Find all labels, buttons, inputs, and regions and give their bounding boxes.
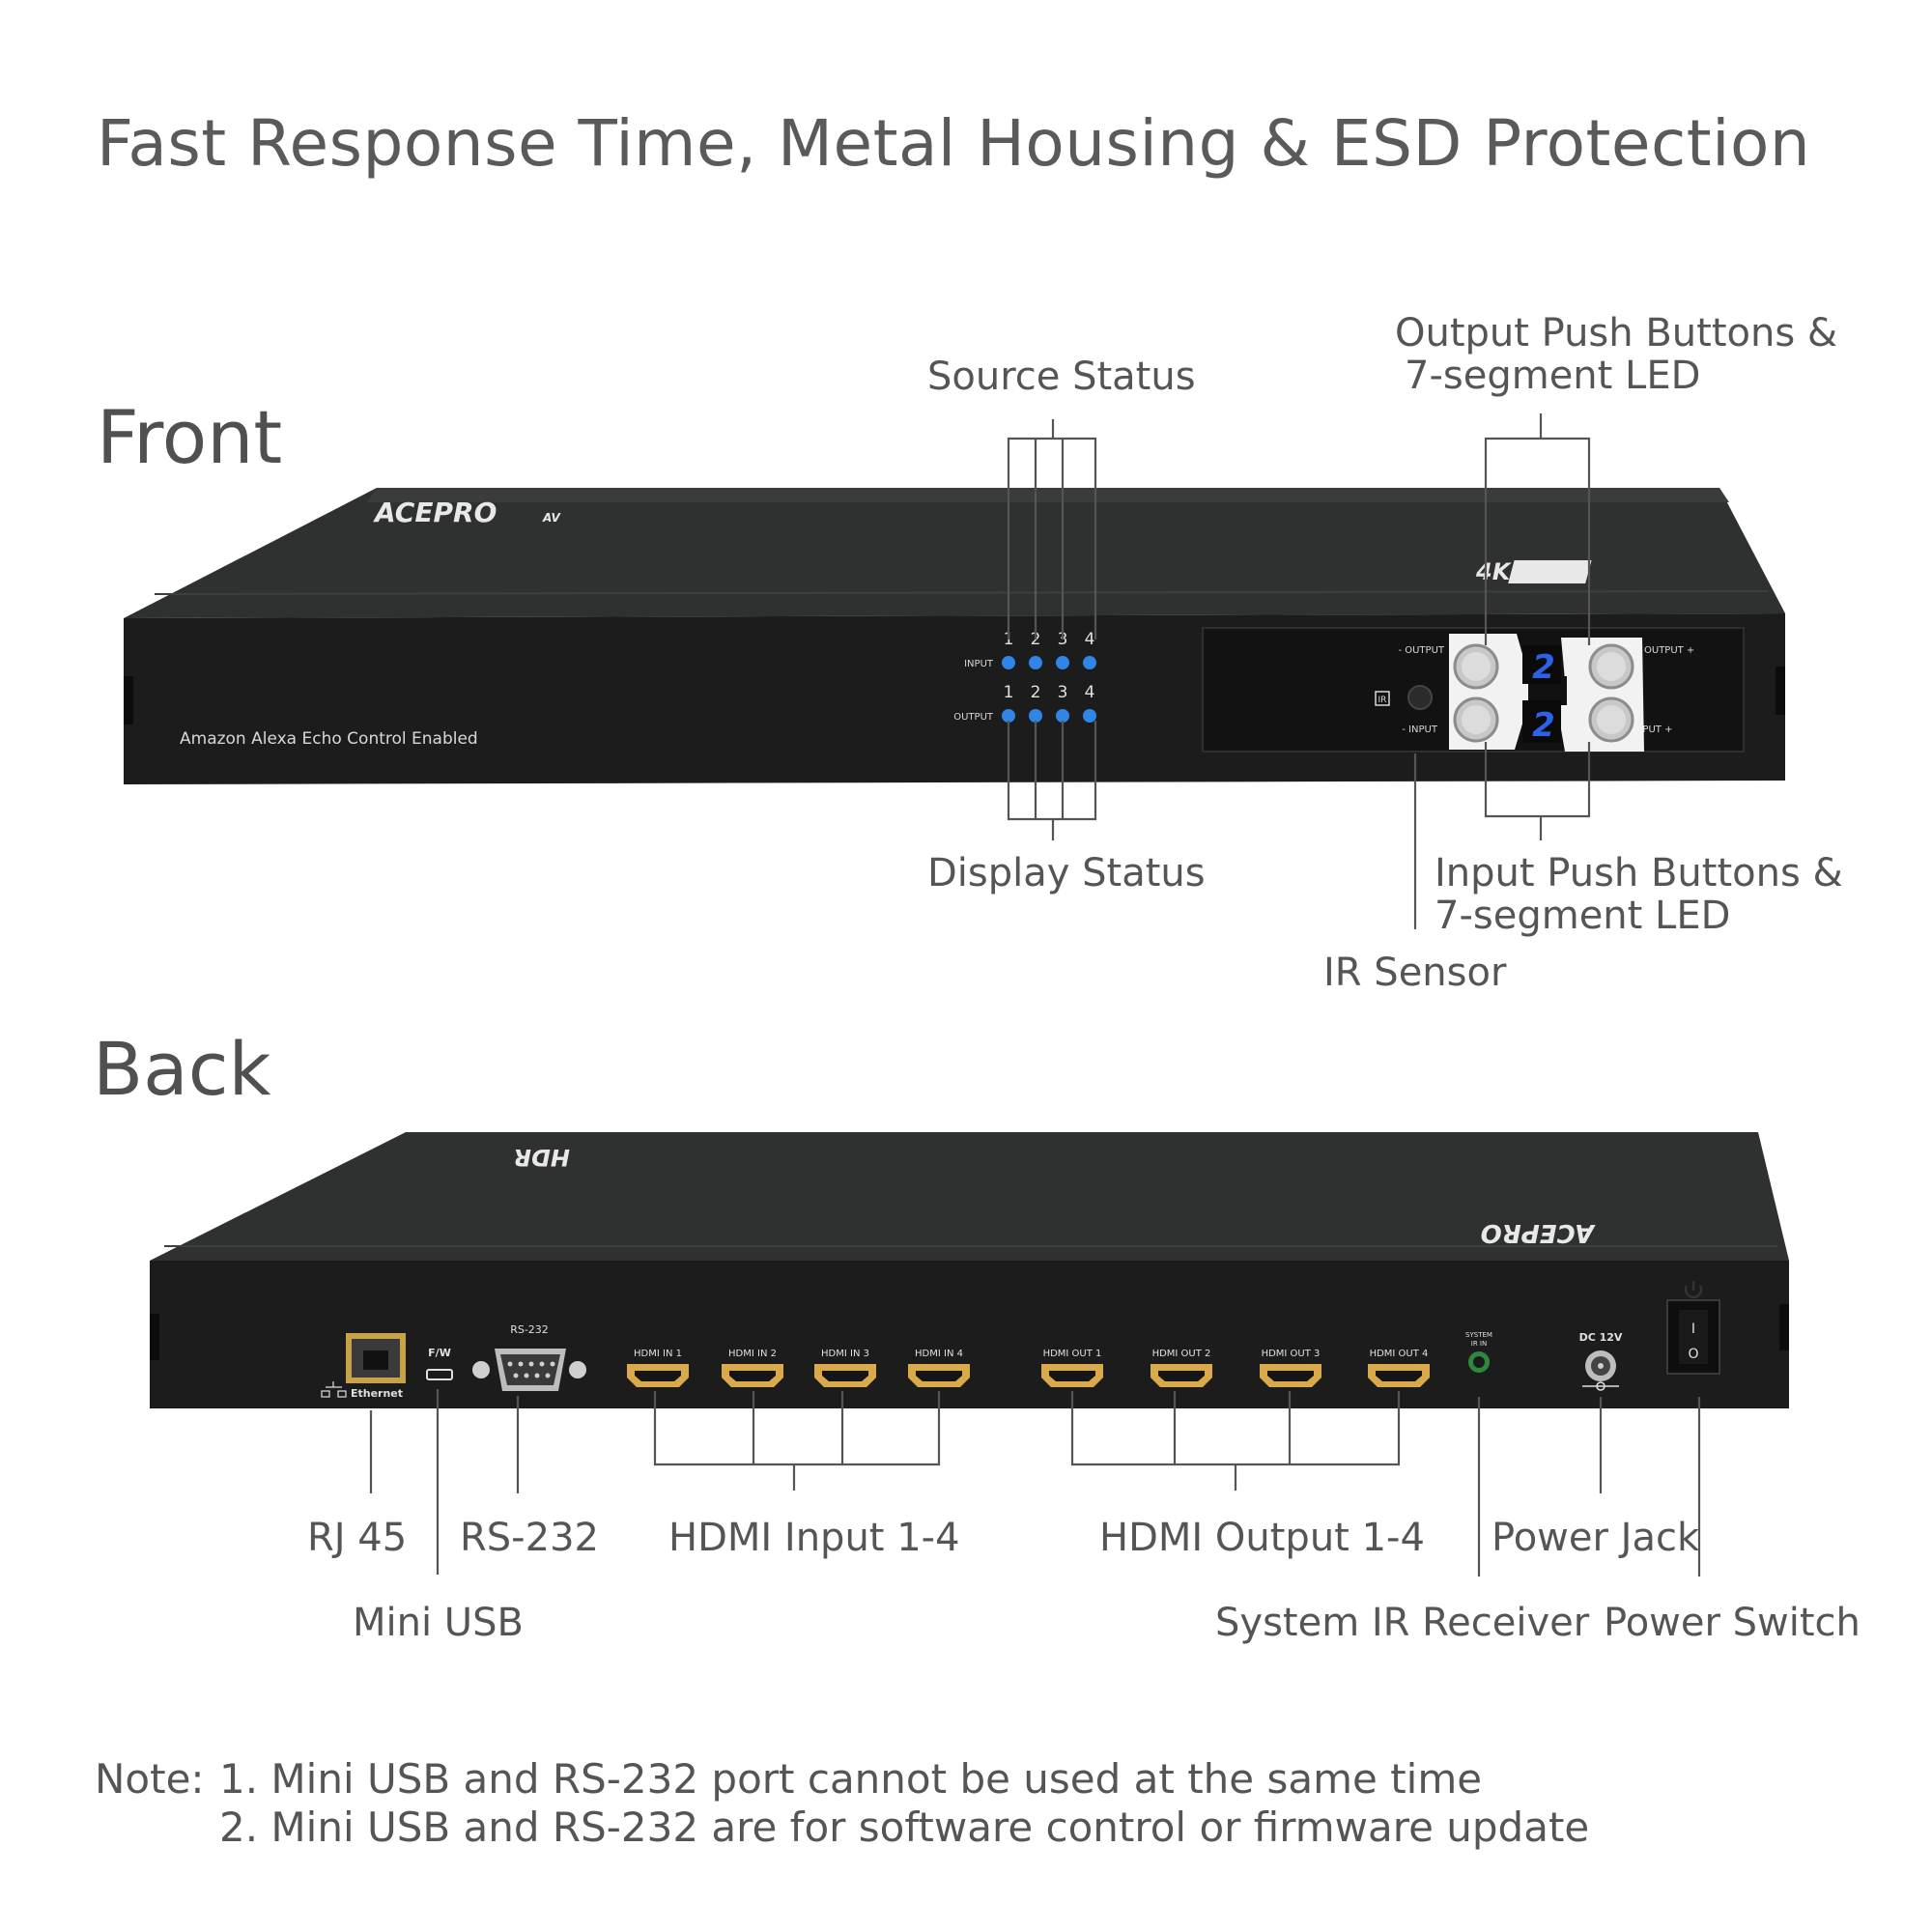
callout-source-status: Source Status xyxy=(927,355,1196,399)
front-4k-badge: 4K xyxy=(1475,558,1513,585)
output-plus-button[interactable] xyxy=(1588,643,1634,690)
led-number: 3 xyxy=(1058,683,1068,702)
svg-text:Ethernet: Ethernet xyxy=(351,1387,403,1400)
front-unit: ACEPRO AV 4K HDR Amazon Alexa Echo Contr… xyxy=(124,488,1785,784)
hdmi-in-port[interactable] xyxy=(627,1364,689,1387)
rs232-port[interactable] xyxy=(472,1349,586,1391)
callout-power-jack: Power Jack xyxy=(1492,1516,1700,1560)
hdmi-out-label: HDMI OUT 4 xyxy=(1370,1349,1429,1359)
mini-usb-port[interactable] xyxy=(426,1369,453,1380)
callout-system-ir-receiver: System IR Receiver xyxy=(1215,1601,1590,1645)
callout-ir-sensor: IR Sensor xyxy=(1323,951,1507,995)
note-line-2: 2. Mini USB and RS-232 are for software … xyxy=(219,1804,1590,1851)
hdmi-in-port[interactable] xyxy=(814,1364,876,1387)
back-section-label: Back xyxy=(93,1026,271,1112)
output-row-label: OUTPUT xyxy=(953,712,994,723)
input-plus-button[interactable] xyxy=(1588,696,1634,743)
front-callout-lines xyxy=(1007,413,1591,929)
callout-line: 7-segment LED xyxy=(1435,894,1731,938)
led-number: 2 xyxy=(1031,683,1041,702)
led-number: 4 xyxy=(1085,683,1095,702)
input-7-segment-display: 2 xyxy=(1532,706,1555,745)
hdmi-out-port[interactable] xyxy=(1368,1364,1430,1387)
hdmi-output-ports: HDMI OUT 1 HDMI OUT 2 HDMI OUT 3 HDMI OU… xyxy=(1041,1349,1430,1387)
power-switch[interactable] xyxy=(1666,1299,1720,1375)
svg-text:RS-232: RS-232 xyxy=(510,1323,549,1336)
hdmi-in-label: HDMI IN 3 xyxy=(821,1349,869,1359)
led-number: 4 xyxy=(1085,630,1095,649)
callout-display-status: Display Status xyxy=(927,851,1206,895)
hdmi-in-label: HDMI IN 2 xyxy=(728,1349,777,1359)
output-7-segment-display: 2 xyxy=(1532,648,1555,687)
display-status-leds: 1 2 3 4 xyxy=(1002,683,1096,723)
front-hdr-badge: HDR xyxy=(1669,561,1721,585)
back-callout-lines xyxy=(369,1389,1701,1577)
front-brand-logo: ACEPRO xyxy=(373,497,497,528)
svg-text:OUTPUT +: OUTPUT + xyxy=(1644,645,1694,656)
callout-line: 7-segment LED xyxy=(1405,354,1701,398)
callout-output-push-buttons: Output Push Buttons & 7-segment LED xyxy=(1395,312,1837,397)
hdmi-out-label: HDMI OUT 3 xyxy=(1262,1349,1321,1359)
callout-input-push-buttons: Input Push Buttons & 7-segment LED xyxy=(1435,852,1843,937)
power-icon xyxy=(1684,1281,1703,1299)
svg-text:O: O xyxy=(1688,1347,1698,1362)
hdmi-out-label: HDMI OUT 1 xyxy=(1043,1349,1102,1359)
svg-text:- INPUT: - INPUT xyxy=(1402,724,1438,735)
back-top-surface xyxy=(150,1132,1789,1261)
power-jack[interactable] xyxy=(1585,1350,1616,1381)
svg-text:INPUT +: INPUT + xyxy=(1633,724,1672,735)
svg-text:- OUTPUT: - OUTPUT xyxy=(1398,645,1444,656)
hdmi-in-label: HDMI IN 1 xyxy=(634,1349,682,1359)
note-line-1: 1. Mini USB and RS-232 port cannot be us… xyxy=(219,1755,1483,1803)
back-4k-hdr-badge: HDR xyxy=(514,1144,571,1171)
output-minus-button[interactable] xyxy=(1453,643,1499,690)
svg-text:F/W: F/W xyxy=(428,1347,451,1359)
front-top-surface xyxy=(124,488,1785,618)
back-brand-logo: ACEPRO xyxy=(1481,1218,1596,1247)
hdmi-out-port[interactable] xyxy=(1041,1364,1103,1387)
ir-sensor-window xyxy=(1407,685,1433,710)
svg-text:SYSTEM: SYSTEM xyxy=(1465,1331,1492,1339)
callout-rs232: RS-232 xyxy=(460,1516,599,1560)
hdmi-out-label: HDMI OUT 2 xyxy=(1152,1349,1211,1359)
callout-hdmi-input: HDMI Input 1-4 xyxy=(668,1516,960,1560)
front-section-label: Front xyxy=(97,394,283,480)
hdmi-in-label: HDMI IN 4 xyxy=(915,1349,963,1359)
back-unit: HDR ACEPRO Ethernet F/W RS-232 xyxy=(150,1132,1789,1408)
callout-mini-usb: Mini USB xyxy=(353,1601,524,1645)
callout-line: Input Push Buttons & xyxy=(1435,851,1843,895)
note-prefix: Note: xyxy=(95,1755,205,1803)
input-row-label: INPUT xyxy=(964,659,994,669)
svg-text:IR IN: IR IN xyxy=(1471,1340,1487,1348)
callout-hdmi-output: HDMI Output 1-4 xyxy=(1099,1516,1425,1560)
svg-text:AV: AV xyxy=(542,511,561,525)
hdmi-out-port[interactable] xyxy=(1151,1364,1212,1387)
ir-mark: IR xyxy=(1378,696,1387,705)
hdmi-in-port[interactable] xyxy=(722,1364,783,1387)
svg-text:I: I xyxy=(1691,1321,1695,1337)
system-ir-jack[interactable] xyxy=(1468,1351,1490,1373)
input-minus-button[interactable] xyxy=(1453,696,1499,743)
page-title: Fast Response Time, Metal Housing & ESD … xyxy=(97,106,1811,181)
callout-line: Output Push Buttons & xyxy=(1395,311,1838,355)
svg-text:DC 12V: DC 12V xyxy=(1579,1331,1623,1344)
hdmi-in-port[interactable] xyxy=(908,1364,970,1387)
led-number: 1 xyxy=(1004,683,1014,702)
hdmi-input-ports: HDMI IN 1 HDMI IN 2 HDMI IN 3 HDMI IN 4 xyxy=(627,1349,970,1387)
alexa-text: Amazon Alexa Echo Control Enabled xyxy=(180,729,478,749)
ethernet-port[interactable] xyxy=(346,1333,406,1383)
callout-power-switch: Power Switch xyxy=(1604,1601,1861,1645)
callout-rj45: RJ 45 xyxy=(307,1516,408,1560)
hdmi-out-port[interactable] xyxy=(1260,1364,1321,1387)
